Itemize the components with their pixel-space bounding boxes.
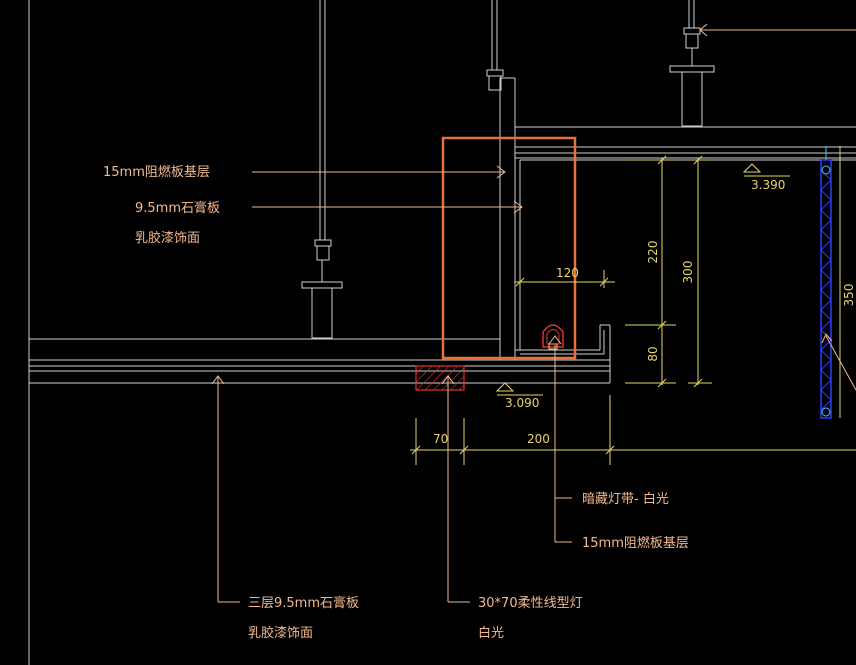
dim-80: 80 bbox=[646, 346, 660, 361]
dim-220: 220 bbox=[646, 241, 660, 264]
highlight-box bbox=[441, 136, 577, 360]
lower-ceiling-layers bbox=[29, 338, 610, 384]
elevation-lower: 3.090 bbox=[505, 396, 539, 410]
label-flex-light: 30*70柔性线型灯 bbox=[478, 596, 583, 611]
ceiling-hanger-icon bbox=[301, 239, 343, 339]
label-hidden-light-strip: 暗藏灯带- 白光 bbox=[582, 491, 669, 507]
dim-300: 300 bbox=[681, 261, 695, 284]
label-gypsum-board: 9.5mm石膏板 bbox=[135, 200, 220, 216]
label-latex-paint-2: 乳胶漆饰面 bbox=[248, 625, 313, 641]
dimension-lines bbox=[410, 146, 856, 465]
elevation-marker-icon bbox=[495, 163, 790, 396]
label-15mm-base-bottom: 15mm阻燃板基层 bbox=[582, 535, 689, 551]
elevation-upper: 3.390 bbox=[751, 178, 785, 192]
ceiling-hanger-icon bbox=[486, 69, 504, 91]
glass-partition bbox=[820, 146, 832, 419]
flexible-line-light bbox=[415, 365, 465, 391]
label-latex-paint: 乳胶漆饰面 bbox=[135, 230, 200, 246]
ceiling-hanger-icon bbox=[669, 27, 715, 127]
dim-200: 200 bbox=[527, 432, 550, 446]
dim-70: 70 bbox=[433, 432, 448, 446]
dim-350: 350 bbox=[842, 284, 856, 307]
label-white-light: 白光 bbox=[478, 625, 504, 641]
label-15mm-base-top: 15mm阻燃板基层 bbox=[103, 164, 210, 180]
drop-wall-structure bbox=[499, 77, 611, 383]
upper-ceiling-layers bbox=[515, 126, 856, 161]
label-three-layer-gypsum: 三层9.5mm石膏板 bbox=[248, 595, 359, 611]
light-fixture-icon bbox=[542, 324, 564, 350]
dim-120: 120 bbox=[556, 266, 579, 280]
leader-lines bbox=[211, 23, 856, 603]
hanger-rods bbox=[319, 0, 695, 240]
